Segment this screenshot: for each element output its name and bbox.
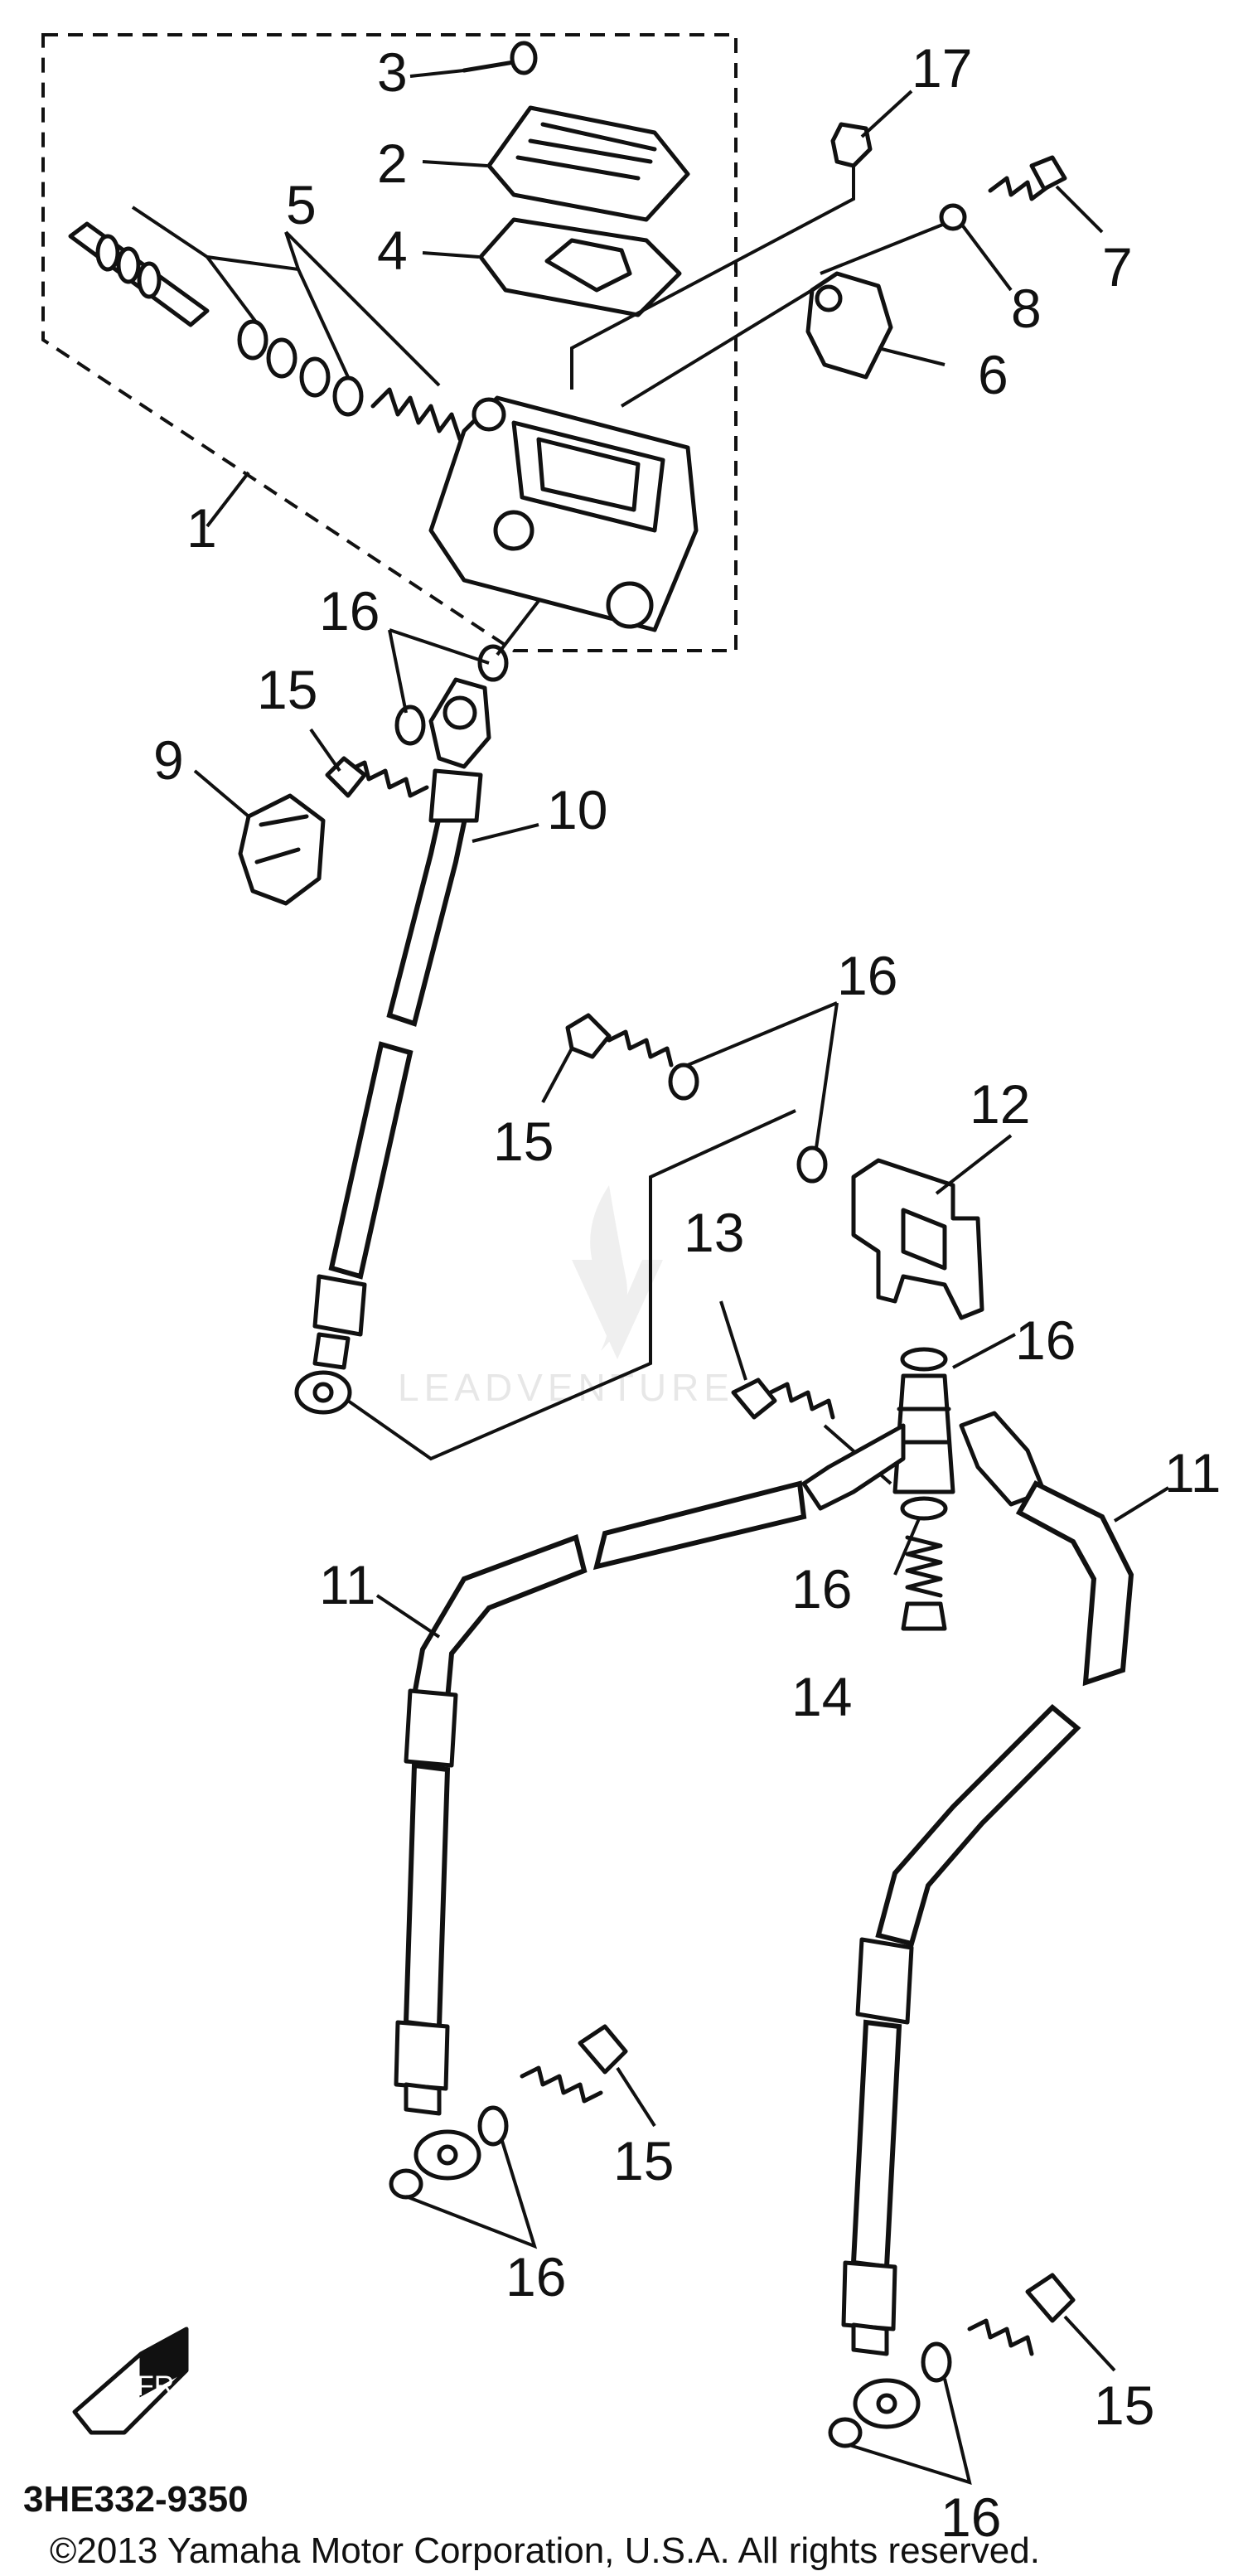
brake-hose-part-11-right [841,1411,1170,2429]
cap-part-17 [570,90,913,390]
callout-16-joint-top: 16 [1015,1310,1076,1371]
assembly-boundary [41,33,738,652]
banjo-bolt-assembly-upper [309,599,540,798]
watermark-text: LEADVENTURE [398,1366,734,1409]
callout-11-left: 11 [319,1554,376,1615]
callout-15-upper: 15 [257,659,317,720]
callout-4: 4 [377,220,408,281]
callout-14: 14 [791,1666,852,1727]
reservoir-cap-part-2 [422,105,690,222]
callout-9: 9 [153,729,184,791]
leadventure-watermark: LEADVENTURE [398,1185,734,1409]
washer-part-8 [820,203,1013,292]
callout-6: 6 [978,344,1008,405]
banjo-bolt-assembly-lower-left [389,2024,656,2249]
callout-7: 7 [1102,236,1133,298]
cover-part-9 [193,769,326,906]
callout-10: 10 [547,779,607,840]
brake-hose-part-11-left [375,1423,906,2181]
bolt-part-13 [719,1300,835,1420]
callout-13: 13 [684,1202,744,1263]
callout-15-lower-left: 15 [613,2130,674,2191]
banjo-bolt-assembly-middle [541,1001,839,1184]
diaphragm-part-4 [422,217,682,317]
callout-8: 8 [1011,278,1042,339]
callout-11-right: 11 [1164,1442,1221,1503]
callout-16-upper: 16 [319,580,380,642]
front-direction-icon: FR [72,2327,189,2435]
holder-part-6 [620,271,946,408]
callout-16-joint-bottom: 16 [791,1558,852,1620]
callout-16-lower-left: 16 [505,2246,566,2307]
screw-part-3 [409,41,538,78]
callout-17: 17 [912,37,972,99]
callout-1: 1 [186,497,217,559]
callout-16-lower-right: 16 [941,2486,1001,2548]
brake-hose-part-10 [294,768,796,1461]
callout-12: 12 [970,1073,1030,1135]
callout-16-middle: 16 [837,945,897,1006]
screw-part-7 [988,155,1104,234]
banjo-bolt-assembly-lower-right [828,2273,1116,2485]
fr-label: FR [137,2370,174,2402]
joint-part-12 [851,1134,1013,1320]
callout-3: 3 [377,41,408,103]
diagram-code: 3HE332-9350 [23,2479,249,2520]
callout-2: 2 [377,133,408,194]
copyright-notice: ©2013 Yamaha Motor Corporation, U.S.A. A… [50,2530,1040,2571]
callout-5: 5 [286,174,317,235]
callout-15-lower-right: 15 [1094,2375,1154,2436]
master-cylinder-body-part-1 [206,395,699,632]
callout-15-middle: 15 [493,1111,554,1172]
piston-kit-part-5 [68,206,462,442]
